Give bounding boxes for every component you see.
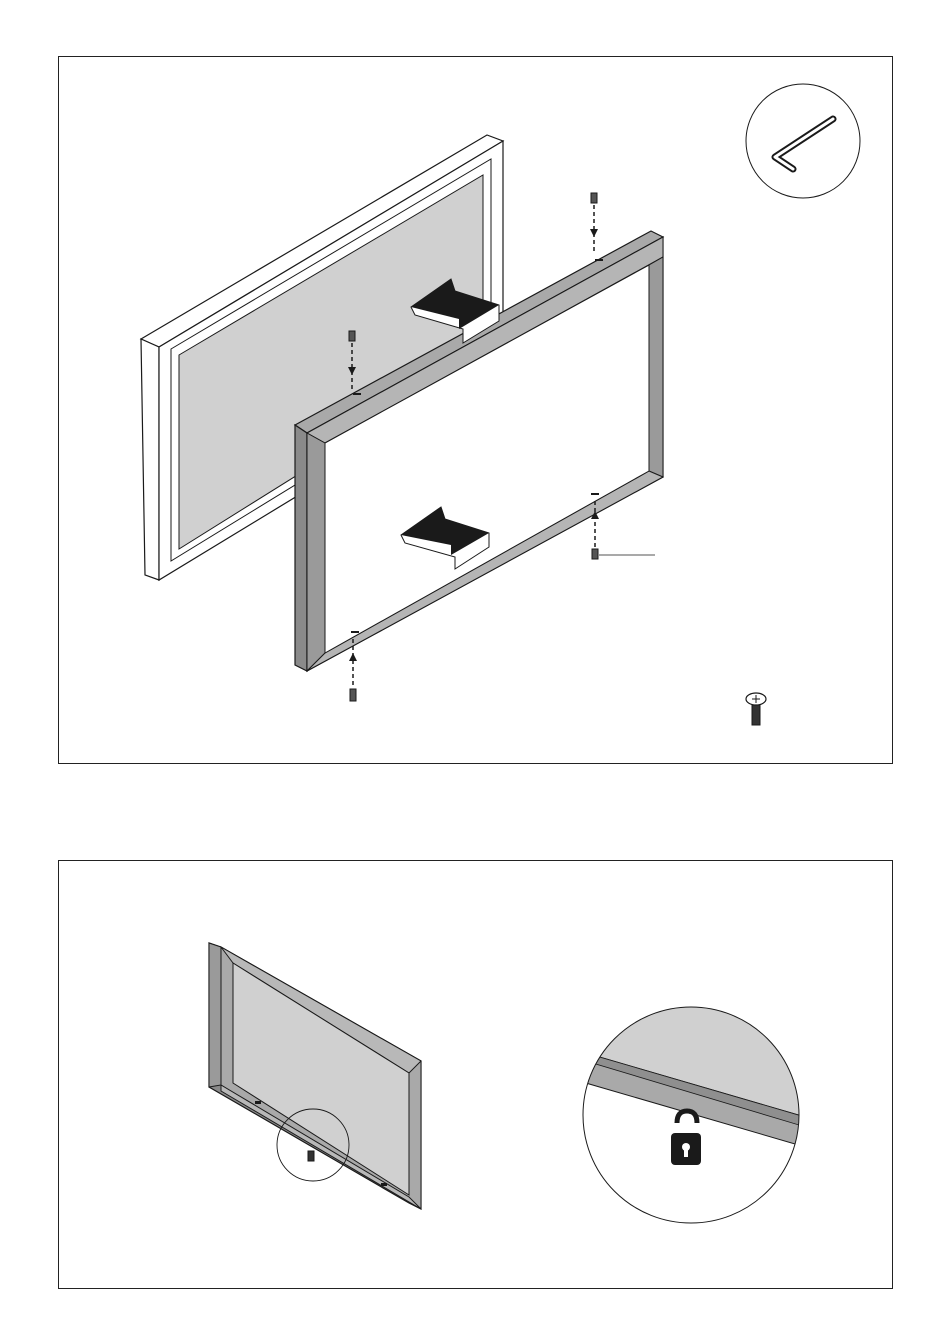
frame-slot bbox=[351, 631, 359, 633]
screw-top-right bbox=[590, 193, 598, 253]
step-2-panel bbox=[58, 860, 893, 1289]
frame-slot bbox=[591, 493, 599, 495]
padlock-detail bbox=[579, 1001, 819, 1231]
step-1-illustration bbox=[59, 57, 894, 765]
frame-slot bbox=[353, 393, 361, 395]
hex-key-detail bbox=[746, 84, 860, 198]
assembled-frame bbox=[209, 943, 421, 1209]
step-2-illustration bbox=[59, 861, 894, 1290]
frame-slot bbox=[595, 259, 603, 261]
screw-bottom-left bbox=[349, 639, 357, 701]
screw-icon bbox=[746, 693, 766, 725]
step-1-panel bbox=[58, 56, 893, 764]
